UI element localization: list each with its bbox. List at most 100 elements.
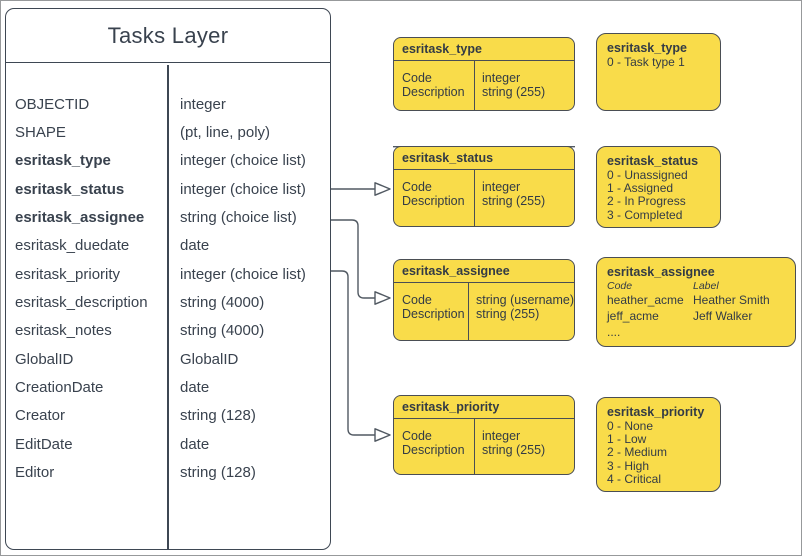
value-item: 2 - In Progress: [607, 194, 686, 209]
assignee-label: Jeff Walker: [693, 308, 753, 323]
field-row: esritask_status integer (choice list): [6, 175, 330, 203]
field-type: (pt, line, poly): [180, 124, 271, 142]
field-row: GlobalID GlobalID: [6, 345, 330, 373]
field-name: esritask_duedate: [15, 237, 130, 255]
field-type: integer (choice list): [180, 152, 306, 170]
domain-type: string (username): [476, 293, 574, 307]
arrow-head-icon: [374, 291, 391, 305]
field-row: OBJECTID integer: [6, 90, 330, 118]
field-type: string (choice list): [180, 209, 297, 227]
field-type: string (128): [180, 464, 256, 482]
value-item: 0 - Unassigned: [607, 168, 688, 182]
values-list-title: esritask_priority: [607, 405, 705, 419]
field-row: esritask_type integer (choice list): [6, 147, 330, 175]
field-row: esritask_priority integer (choice list): [6, 260, 330, 288]
values-list-assignee: esritask_assignee Code Label heather_acm…: [596, 257, 796, 347]
field-name: EditDate: [15, 435, 73, 453]
field-type: integer (choice list): [180, 180, 306, 198]
domain-table-title: esritask_priority: [394, 396, 574, 419]
connector-priority: [331, 270, 375, 436]
field-row: CreationDate date: [6, 373, 330, 401]
field-row: Creator string (128): [6, 402, 330, 430]
domain-type: integer: [482, 71, 521, 85]
field-name: esritask_type: [15, 152, 111, 170]
domain-field: Description: [402, 307, 465, 321]
assignee-col-header-label: Label: [693, 280, 719, 292]
field-name: CreationDate: [15, 379, 104, 397]
domain-field: Code: [402, 71, 432, 85]
field-row: esritask_notes string (4000): [6, 317, 330, 345]
field-type: date: [180, 379, 210, 397]
value-item: 1 - Assigned: [607, 181, 674, 196]
assignee-ellipsis: ....: [607, 325, 621, 339]
assignee-label: Heather Smith: [693, 293, 770, 307]
domain-type: string (255): [482, 194, 546, 208]
value-item: 3 - High: [607, 458, 650, 473]
values-list-type: esritask_type 0 - Task type 1: [596, 33, 721, 111]
field-type: date: [180, 435, 210, 453]
value-item: 0 - Task type 1: [607, 55, 685, 69]
field-type: GlobalID: [180, 350, 239, 368]
field-type: string (4000): [180, 294, 265, 312]
connector-assignee: [331, 219, 375, 299]
values-list-items: 0 - Task type 1: [607, 55, 710, 69]
field-type: date: [180, 237, 210, 255]
field-row: esritask_duedate date: [6, 232, 330, 260]
value-item: 3 - Completed: [607, 207, 683, 222]
field-name: esritask_description: [15, 294, 148, 312]
field-type: string (128): [180, 407, 256, 425]
field-name: esritask_status: [15, 180, 125, 198]
values-list-title: esritask_type: [607, 41, 687, 55]
tasks-layer-table: Tasks Layer OBJECTID integer SHAPE (pt, …: [5, 8, 331, 550]
values-list-title: esritask_assignee: [607, 265, 715, 279]
field-list: OBJECTID integer SHAPE (pt, line, poly) …: [6, 63, 330, 487]
domain-type: string (255): [476, 307, 540, 321]
field-name: esritask_priority: [15, 265, 121, 283]
field-row: esritask_description string (4000): [6, 288, 330, 316]
field-name: esritask_notes: [15, 322, 112, 340]
domain-field: Description: [402, 85, 465, 99]
assignee-code: jeff_acme: [607, 308, 659, 323]
field-name: esritask_assignee: [15, 209, 145, 227]
domain-type: integer: [482, 180, 521, 194]
field-name: OBJECTID: [15, 95, 90, 113]
field-name: GlobalID: [15, 350, 74, 368]
field-row: EditDate date: [6, 430, 330, 458]
value-item: 1 - Low: [607, 432, 647, 447]
column-divider: [167, 64, 169, 549]
field-row: Editor string (128): [6, 458, 330, 486]
domain-type: integer: [482, 429, 521, 443]
domain-type: string (255): [482, 443, 546, 457]
domain-field: Description: [402, 194, 465, 208]
field-type: integer: [180, 95, 226, 113]
tasks-layer-title: Tasks Layer: [6, 9, 330, 63]
arrow-head-icon: [374, 182, 391, 196]
values-list-title: esritask_status: [607, 154, 699, 168]
domain-field: Code: [402, 429, 432, 443]
field-row: esritask_assignee string (choice list): [6, 203, 330, 231]
value-item: 2 - Medium: [607, 445, 668, 460]
domain-field: Code: [402, 293, 432, 307]
domain-field: Code: [402, 180, 432, 194]
value-item: 0 - None: [607, 419, 654, 433]
value-item: 4 - Critical: [607, 471, 662, 486]
assignee-col-header-code: Code: [607, 280, 633, 292]
assignee-pairs: heather_acme Heather Smith jeff_acme Jef…: [607, 293, 785, 324]
domain-table-title: esritask_type: [394, 38, 574, 61]
domain-table-title: esritask_assignee: [394, 260, 574, 283]
